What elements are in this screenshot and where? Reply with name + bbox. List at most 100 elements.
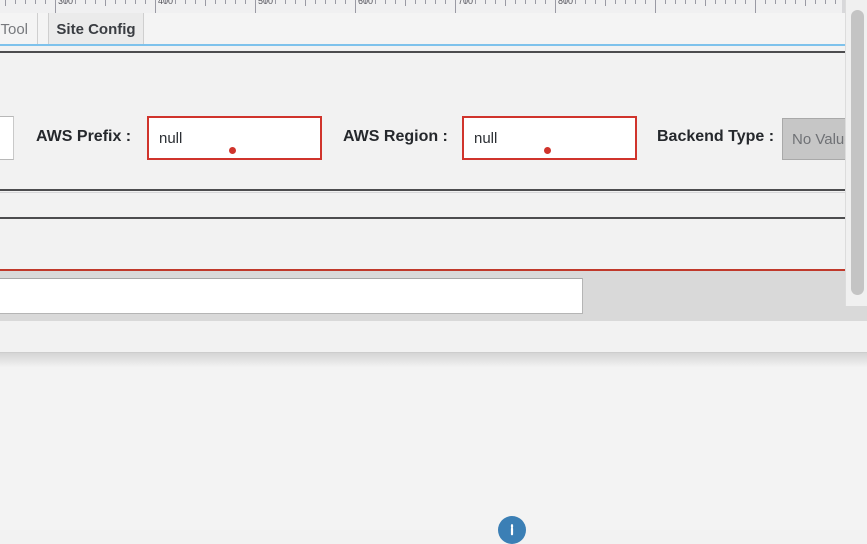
ruler-tick bbox=[385, 0, 386, 4]
ruler-tick bbox=[785, 0, 786, 4]
ruler-tick bbox=[735, 0, 736, 4]
ruler-tick bbox=[775, 0, 776, 4]
aws-region-input[interactable]: null bbox=[462, 116, 637, 160]
ruler-tick bbox=[425, 0, 426, 4]
ruler-tick bbox=[155, 0, 156, 13]
vertical-scrollbar-thumb[interactable] bbox=[851, 10, 864, 295]
ruler-tick bbox=[765, 0, 766, 4]
ruler-tick bbox=[305, 0, 306, 6]
ruler-tick bbox=[35, 0, 36, 4]
ruler-tick bbox=[135, 0, 136, 4]
aws-region-value: null bbox=[474, 129, 498, 147]
ruler-tick bbox=[835, 0, 836, 4]
ruler-tick bbox=[755, 0, 756, 13]
aws-prefix-value: null bbox=[159, 129, 183, 147]
ruler-tick bbox=[625, 0, 626, 4]
ruler-tick bbox=[295, 0, 296, 4]
ruler-tick bbox=[315, 0, 316, 4]
ruler-tick bbox=[465, 0, 466, 4]
ruler-tick bbox=[145, 0, 146, 4]
ruler-tick bbox=[255, 0, 256, 13]
ruler-tick bbox=[325, 0, 326, 4]
ruler-tick bbox=[105, 0, 106, 6]
ruler-label: 800 bbox=[558, 0, 574, 6]
ruler-tick bbox=[395, 0, 396, 4]
wide-text-input[interactable] bbox=[0, 278, 583, 314]
ruler-tick bbox=[525, 0, 526, 4]
ruler-tick bbox=[595, 0, 596, 4]
ruler-tick bbox=[235, 0, 236, 4]
ruler-tick bbox=[65, 0, 66, 4]
ruler-tick bbox=[555, 0, 556, 13]
ruler-tick bbox=[345, 0, 346, 4]
ruler-tick bbox=[45, 0, 46, 4]
ruler-tick bbox=[645, 0, 646, 4]
ruler-tick bbox=[635, 0, 636, 4]
ruler-tick bbox=[5, 0, 6, 6]
tab-y-tool[interactable]: y Tool bbox=[0, 13, 38, 45]
input-band bbox=[0, 271, 867, 321]
aws-region-required-marker bbox=[544, 147, 551, 154]
ruler-tick bbox=[705, 0, 706, 6]
ruler-tick bbox=[575, 0, 576, 4]
ruler-tick bbox=[815, 0, 816, 4]
aws-prefix-label: AWS Prefix : bbox=[36, 128, 132, 145]
ruler-tick bbox=[725, 0, 726, 4]
ruler-tick bbox=[505, 0, 506, 6]
ruler-tick bbox=[185, 0, 186, 4]
ruler-tick bbox=[585, 0, 586, 4]
ruler-label: 600 bbox=[358, 0, 374, 6]
ruler-tick bbox=[475, 0, 476, 4]
ruler-tick bbox=[115, 0, 116, 4]
ruler-tick bbox=[375, 0, 376, 4]
ruler-tick bbox=[545, 0, 546, 4]
ruler-tick bbox=[125, 0, 126, 4]
tab-bar-underline bbox=[0, 44, 867, 46]
divider-middle-upper bbox=[0, 189, 867, 191]
tab-label: y Tool bbox=[0, 20, 28, 38]
ruler-tick bbox=[285, 0, 286, 4]
vertical-scrollbar-track[interactable] bbox=[845, 0, 867, 306]
ruler-tick bbox=[795, 0, 796, 4]
config-form-row: AWS Prefix : null AWS Region : null Back… bbox=[0, 54, 867, 188]
ruler-tick bbox=[485, 0, 486, 4]
aws-region-label: AWS Region : bbox=[343, 128, 448, 145]
divider-hairline bbox=[0, 192, 867, 193]
ruler-tick bbox=[75, 0, 76, 4]
tab-label: Site Config bbox=[56, 20, 136, 38]
divider-middle-lower bbox=[0, 217, 867, 219]
ruler-tick bbox=[565, 0, 566, 4]
ruler-tick bbox=[415, 0, 416, 4]
aws-prefix-input[interactable]: null bbox=[147, 116, 322, 160]
ruler-tick bbox=[745, 0, 746, 4]
ruler-tick bbox=[95, 0, 96, 4]
divider-error-rule bbox=[0, 269, 867, 271]
ruler-tick bbox=[195, 0, 196, 4]
ruler-label: 700 bbox=[458, 0, 474, 6]
ruler-tick bbox=[715, 0, 716, 4]
ruler-tick bbox=[265, 0, 266, 4]
ruler-tick bbox=[225, 0, 226, 4]
backend-type-value: No Value bbox=[792, 130, 853, 148]
ruler-tick bbox=[605, 0, 606, 6]
ruler-tick bbox=[675, 0, 676, 4]
ruler-tick bbox=[25, 0, 26, 4]
left-truncated-input[interactable] bbox=[0, 116, 14, 160]
info-circle-icon[interactable] bbox=[498, 516, 526, 544]
ruler-tick bbox=[665, 0, 666, 4]
ruler-tick bbox=[615, 0, 616, 4]
ruler-tick bbox=[435, 0, 436, 4]
ruler-tick bbox=[55, 0, 56, 13]
ruler-label: 300 bbox=[58, 0, 74, 6]
ruler-tick bbox=[825, 0, 826, 4]
ruler-tick bbox=[515, 0, 516, 4]
ruler-tick bbox=[275, 0, 276, 4]
panel-edge bbox=[0, 352, 867, 353]
tab-site-config[interactable]: Site Config bbox=[48, 13, 144, 45]
ruler-tick bbox=[355, 0, 356, 13]
ruler-tick bbox=[695, 0, 696, 4]
ruler-tick bbox=[655, 0, 656, 13]
lower-content-area bbox=[0, 367, 867, 530]
